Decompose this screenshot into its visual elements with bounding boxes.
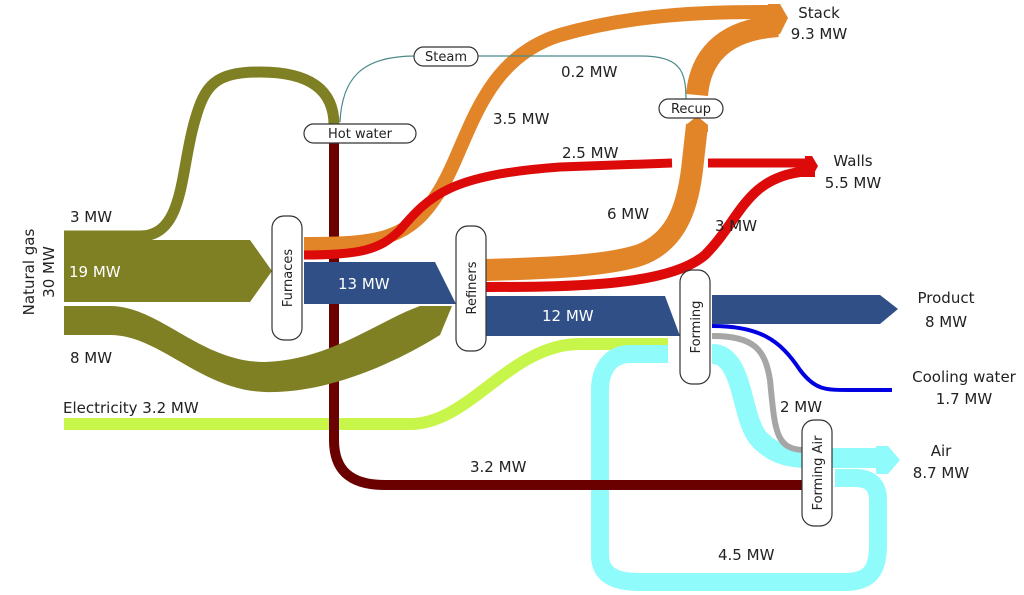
node-forming-air: Forming Air	[801, 419, 833, 527]
walls-arrow	[805, 156, 818, 177]
flow-refiners-recup	[485, 123, 708, 281]
label-refiners-recup: 6 MW	[607, 205, 649, 223]
node-refiners: Refiners	[455, 225, 487, 352]
recup-arrow-tip	[686, 116, 708, 132]
stack-arrow	[768, 4, 788, 34]
svg-text:Refiners: Refiners	[465, 261, 480, 314]
walls-value: 5.5 MW	[825, 174, 882, 192]
label-refiners-forming: 12 MW	[542, 307, 594, 325]
electricity-label: Electricity 3.2 MW	[63, 399, 199, 417]
label-air-loop: 4.5 MW	[718, 546, 775, 564]
label-furnaces-walls: 2.5 MW	[562, 144, 619, 162]
flow-electricity-forming	[64, 338, 668, 430]
cooling-water-value: 1.7 MW	[936, 390, 993, 408]
air-label: Air	[931, 442, 952, 460]
flow-gas-refiners	[64, 306, 452, 393]
flow-forming-product	[712, 295, 898, 324]
label-furnaces-stack: 3.5 MW	[493, 110, 550, 128]
natural-gas-value: 30 MW	[40, 246, 58, 298]
natural-gas-label: Natural gas	[20, 229, 38, 316]
flow-forming-cooling	[711, 324, 892, 392]
label-gas-hotwater: 3 MW	[70, 208, 112, 226]
flow-refiners-walls	[485, 167, 815, 292]
flow-forming-air-loop	[591, 345, 887, 591]
node-recup: Recup	[658, 98, 724, 119]
node-furnaces: Furnaces	[271, 215, 303, 341]
stack-value: 9.3 MW	[791, 25, 848, 43]
node-hot-water: Hot water	[303, 123, 417, 144]
svg-text:Forming: Forming	[689, 301, 704, 354]
svg-text:Furnaces: Furnaces	[281, 249, 296, 307]
air-arrow	[876, 446, 900, 474]
flow-forming-formingair-grey	[711, 333, 806, 453]
flow-furnaces-refiners	[304, 262, 456, 304]
air-value: 8.7 MW	[913, 464, 970, 482]
label-gas-furnaces: 19 MW	[69, 263, 121, 281]
flow-hotwater-formingair	[329, 143, 810, 490]
flow-recup-stack	[686, 15, 780, 97]
svg-text:Hot water: Hot water	[328, 127, 393, 142]
label-hotwater-formingair: 3.2 MW	[470, 458, 527, 476]
node-forming: Forming	[679, 269, 711, 385]
walls-label: Walls	[833, 152, 872, 170]
cooling-water-label: Cooling water	[912, 368, 1017, 386]
flow-furnaces-walls	[303, 158, 673, 260]
label-refiners-walls: 3 MW	[715, 217, 757, 235]
label-gas-refiners: 8 MW	[70, 349, 112, 367]
label-forming-air-grey: 2 MW	[780, 398, 822, 416]
svg-text:Steam: Steam	[425, 50, 467, 65]
flow-refiners-forming	[486, 296, 680, 336]
label-steam-recup: 0.2 MW	[561, 63, 618, 81]
flow-gas-furnaces	[64, 240, 272, 302]
stack-label: Stack	[798, 4, 840, 22]
node-steam: Steam	[413, 46, 479, 67]
product-value: 8 MW	[925, 313, 967, 331]
svg-text:Recup: Recup	[671, 102, 711, 117]
svg-text:Forming Air: Forming Air	[811, 435, 826, 510]
product-label: Product	[918, 289, 975, 307]
label-furnaces-refiners: 13 MW	[338, 275, 390, 293]
flow-gas-hotwater	[64, 66, 340, 242]
flow-forming-to-air	[710, 344, 880, 468]
